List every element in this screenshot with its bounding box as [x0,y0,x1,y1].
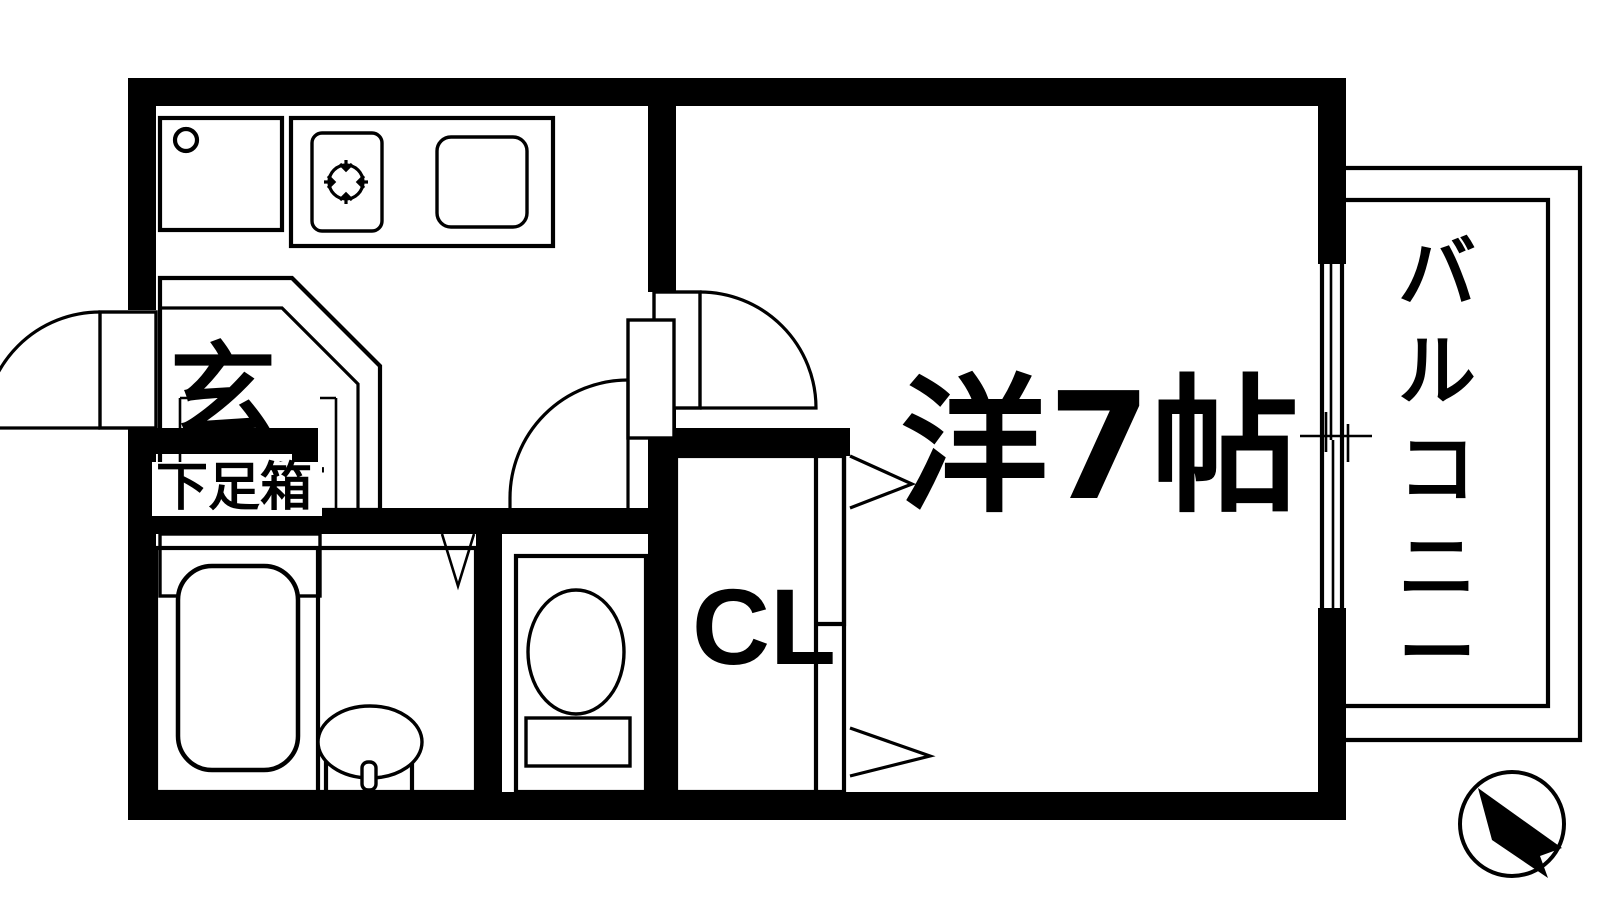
closet-door-indicator-top [849,454,917,510]
toilet-tank [524,716,632,768]
balcony-area [1346,165,1583,743]
kitchen-area [157,115,556,249]
exterior-walls [128,78,1346,820]
main-room-label: 洋7帖 [900,361,1299,533]
balcony-inner-rail [1346,197,1551,709]
balcony-char-2: コ [1398,425,1476,515]
balcony-label: バ ル コ ニ ー [1398,229,1476,699]
main-room-door-swing [699,290,818,410]
toilet-bowl [526,588,626,716]
balcony-char-0: バ [1398,229,1476,319]
entrance-label: 玄 [170,332,276,455]
kitchen-counter [288,115,556,249]
north-compass [1458,770,1566,878]
balcony-char-4: ー [1398,609,1476,699]
shoe-box-label-text: 下足箱 [156,458,312,518]
washbasin-faucet [360,760,378,792]
gas-stove-burner [310,131,384,233]
bathtub [175,563,301,773]
balcony-char-1: ル [1398,327,1476,417]
shoe-box-label-bg [152,462,322,516]
entrance-door-leaf [98,310,158,430]
balcony-char-3: ニ [1398,523,1476,613]
washroom-door-leaf [626,318,676,440]
washroom-folding-door [440,533,476,591]
kitchen-sink [435,135,529,229]
closet-area [673,453,936,795]
closet-label: CL [692,566,836,687]
bathroom-area [153,545,479,795]
washroom-door-swing [508,378,629,508]
toilet-room [513,553,649,795]
balcony-sliding-door [1300,264,1372,612]
balcony-outer-rail [1346,165,1583,743]
closet-door-indicator-bottom [849,726,936,778]
entrance-door-swing [0,310,101,430]
hall-doors [508,290,818,514]
